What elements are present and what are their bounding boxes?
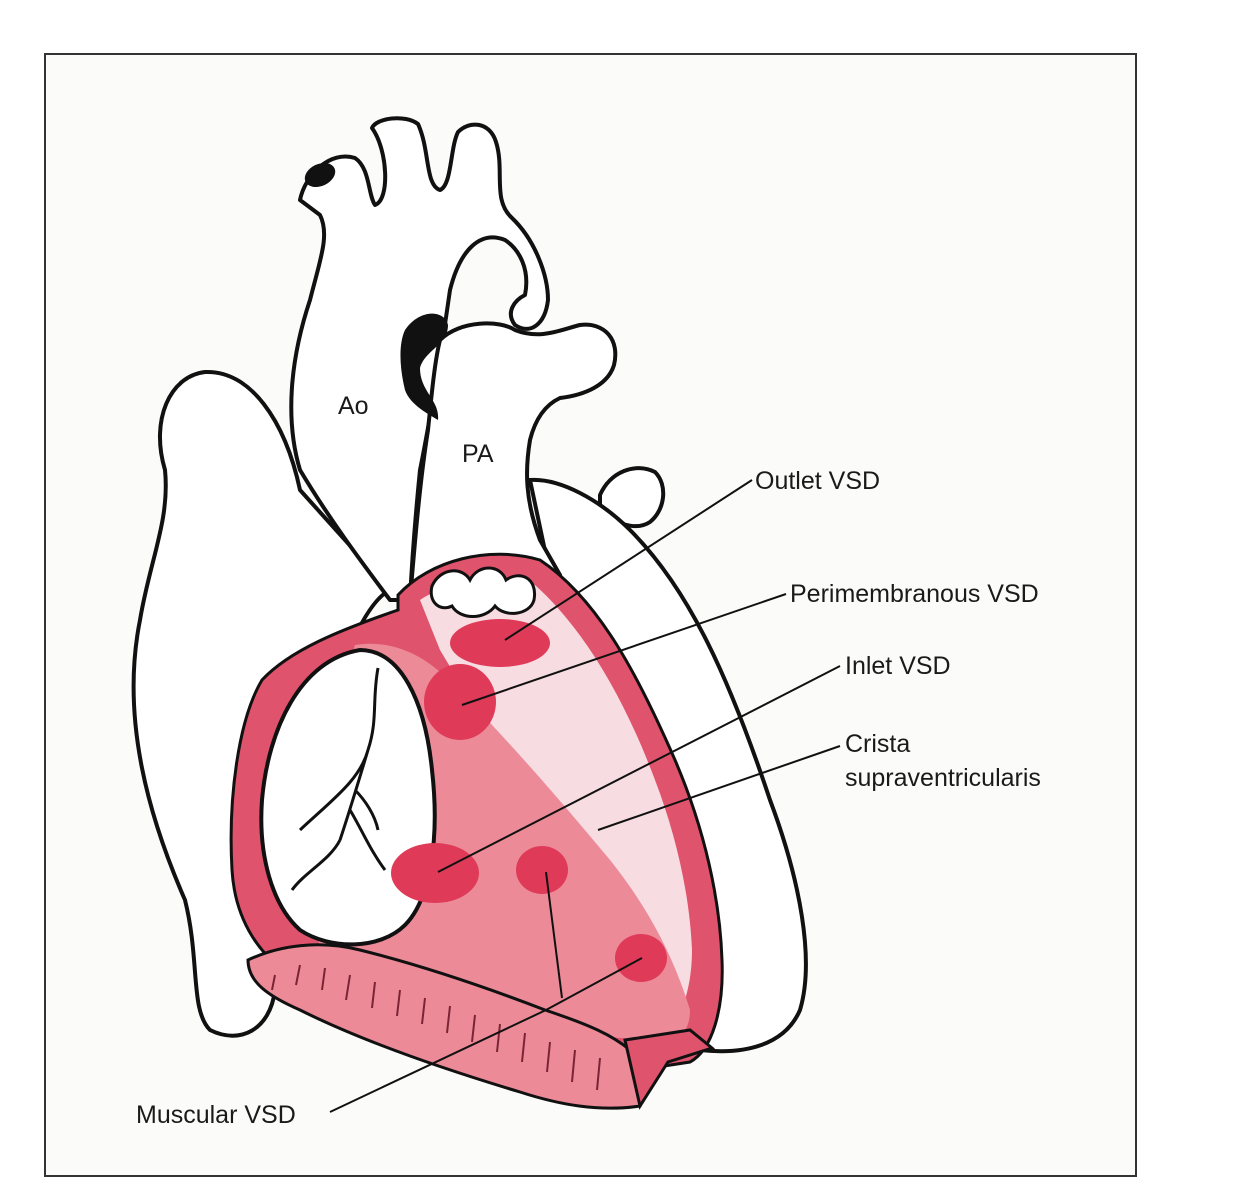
trabeculation-lines [271, 964, 601, 1091]
outlet-vsd-leader [504, 479, 753, 641]
label-muscular-vsd: Muscular VSD [136, 1101, 296, 1129]
vessel-opening-top [304, 162, 336, 188]
pulmonary-valve [429, 566, 537, 618]
muscular-vsd-site-1 [516, 846, 568, 894]
perimembranous-vsd-site [424, 664, 496, 740]
label-outlet-vsd: Outlet VSD [755, 467, 880, 495]
label-crista-line2: supraventricularis [845, 764, 1041, 792]
pulmonary-artery [408, 321, 618, 602]
perimembranous-vsd-leader [461, 593, 787, 706]
crista-leader [597, 745, 841, 831]
vessel-opening-mid [400, 313, 448, 420]
muscular-vsd-leader-2 [545, 871, 563, 999]
label-perimembranous-vsd: Perimembranous VSD [790, 580, 1039, 608]
ventricle-wall-base [623, 1028, 716, 1110]
label-crista-line1: Crista [845, 730, 910, 758]
outlet-vsd-site [450, 619, 550, 667]
inlet-vsd-site [391, 843, 479, 903]
inlet-vsd-leader [437, 665, 841, 873]
label-pa: PA [462, 440, 494, 468]
label-inlet-vsd: Inlet VSD [845, 652, 951, 680]
muscular-vsd-leader [329, 957, 643, 1113]
chordae-lines [290, 667, 387, 891]
label-ao: Ao [338, 392, 369, 420]
